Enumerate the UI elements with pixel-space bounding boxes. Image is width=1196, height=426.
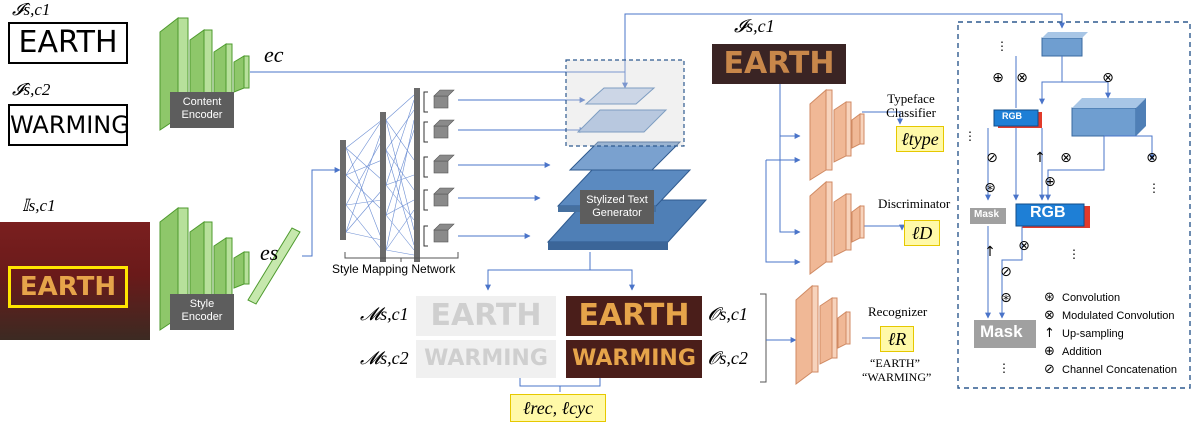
recognizer-loss: ℓR [880,326,914,352]
target1-word-image: EARTH [8,22,128,64]
typeface-loss: ℓtype [896,126,944,152]
svg-text:⊘: ⊘ [986,150,998,166]
target1-label: 𝓘ŝ,c1 [12,0,51,19]
legend-label: Addition [1062,346,1102,358]
legend-item: ⊛ Convolution [1044,290,1188,308]
reference-route-arrow [624,13,1065,72]
legend-label: Channel Concatenation [1062,364,1177,376]
modulated-convolution-icon: ⊗ [1044,308,1055,323]
svg-text:⋮: ⋮ [998,361,1010,375]
discriminator-loss: ℓD [904,220,940,246]
output2-label: 𝓞s,c2 [708,348,748,368]
svg-text:⊗: ⊗ [1146,150,1158,166]
content-code-label: ec [264,42,284,67]
operator-legend: ⊛ Convolution ⊗ Modulated Convolution ↑ Up-… [1044,290,1188,380]
recognizer-word1: “EARTH” [870,356,920,370]
reference-label: 𝓘s,c1 [734,16,775,36]
svg-text:⊛: ⊛ [984,180,996,196]
discriminator-shape [809,180,865,275]
mask1-image: EARTH [416,296,556,336]
svg-text:↑: ↑ [1034,150,1046,166]
svg-text:⊗: ⊗ [1102,70,1114,86]
target2-word-image: WARMING [8,104,130,146]
svg-text:⊘: ⊘ [1000,264,1012,280]
style-mapping-network-label: Style Mapping Network [332,262,456,276]
typeface-classifier-shape [809,88,865,181]
detail-blocks: ⊕ ⊗ ⊗ ⊘ ↑ ⊗ ⊗ ⊕ ⊛ ↑ ⊗ ⊘ ⊛ ⋮ ⋮ ⋮ ⋮ ⋮ [964,32,1160,375]
stylized-text-generator-label: Stylized Text Generator [580,190,654,224]
recognizer-label: Recognizer [868,304,928,319]
svg-text:⊕: ⊕ [1044,174,1056,190]
generator-output-arrows [485,252,635,291]
rgb-large-label: RGB [1030,204,1066,221]
generator-detail-panel [957,21,1191,389]
channel-concatenation-icon: ⊘ [1044,362,1055,377]
style-code-label: es [260,240,279,265]
recognizer-shape [795,284,851,385]
legend-item: ⊕ Addition [1044,344,1188,362]
svg-text:⊗: ⊗ [1060,150,1072,166]
reconstruction-loss: ℓrec, ℓcyc [510,394,606,422]
style-code-arrow [302,167,341,257]
outputs-bracket [519,378,601,392]
legend-item: ↑ Up-sampling [1044,326,1188,344]
mask-large-label: Mask [980,322,1023,341]
discriminator-label: Discriminator [878,196,951,211]
scene-label: 𝕀s,c1 [22,196,56,215]
outputs-right-bracket [760,293,767,383]
addition-icon: ⊕ [1044,344,1055,359]
mask1-label: 𝓜s,c1 [360,304,409,324]
legend-label: Up-sampling [1062,328,1124,340]
output1-label: 𝓞s,c1 [708,304,748,324]
svg-text:⋮: ⋮ [964,129,976,143]
mask2-image: WARMING [416,340,556,378]
output2-image: WARMING [566,340,702,378]
mask-small-label: Mask [974,209,1000,220]
style-to-generator-arrows [458,97,586,239]
style-encoder-shape [159,206,301,331]
output1-image: EARTH [566,296,702,336]
typeface-classifier-label: Typeface Classifier [886,91,936,120]
svg-text:⋮: ⋮ [996,39,1008,53]
svg-text:⊕: ⊕ [992,70,1004,86]
up-sampling-icon: ↑ [1044,326,1055,341]
svg-text:⊛: ⊛ [1000,290,1012,306]
convolution-icon: ⊛ [1044,290,1055,305]
svg-text:⋮: ⋮ [1068,247,1080,261]
svg-text:⊗: ⊗ [1016,70,1028,86]
style-encoder-label: Style Encoder [170,294,234,330]
scene-word: EARTH [8,266,128,308]
svg-text:⊗: ⊗ [1018,238,1030,254]
svg-text:⋮: ⋮ [1148,181,1160,195]
reference-word-image: EARTH [712,44,846,84]
rgb-small-label: RGB [1002,111,1022,121]
recognizer-word2: “WARMING” [862,370,932,384]
legend-item: ⊗ Modulated Convolution [1044,308,1188,326]
legend-label: Convolution [1062,292,1121,304]
content-encoder-label: Content Encoder [170,92,234,128]
legend-item: ⊘ Channel Concatenation [1044,362,1188,380]
svg-text:↑: ↑ [984,244,996,260]
style-mapping-network-shape [340,88,459,262]
scene-image: EARTH [0,222,150,340]
legend-label: Modulated Convolution [1062,310,1175,322]
target2-label: 𝓘ŝ,c2 [12,80,51,99]
mask2-label: 𝓜s,c2 [360,348,409,368]
